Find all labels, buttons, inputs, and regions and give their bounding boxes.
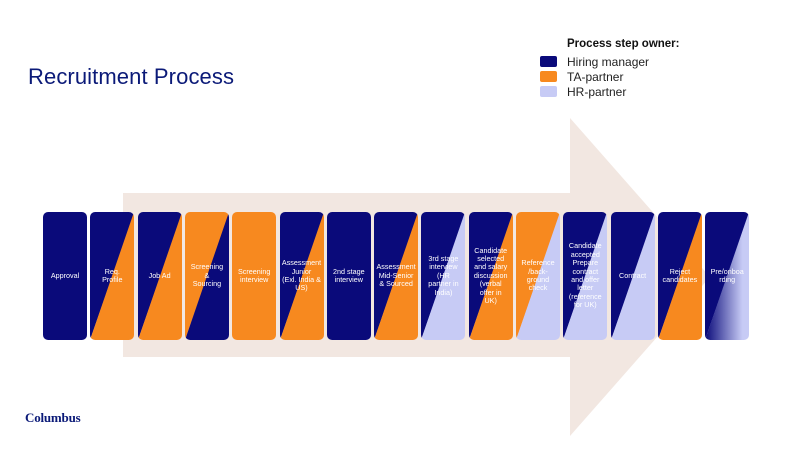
process-step: Candidate selected and salary discussion… (468, 212, 513, 340)
legend-swatch-hr-partner (540, 86, 557, 97)
legend-item-ta-partner: TA-partner (540, 69, 679, 84)
legend-swatch-ta-partner (540, 71, 557, 82)
step-label: Candidate selected and salary discussion… (473, 245, 508, 306)
step-label: Contract (619, 270, 647, 280)
step-fill (516, 212, 560, 340)
step-label: Reject candidates (662, 266, 698, 284)
step-label: Approval (50, 270, 80, 280)
step-fill (184, 212, 229, 340)
process-step: Screening interview (232, 212, 277, 340)
step-fill (563, 212, 608, 340)
process-step: Reject candidates (657, 212, 702, 340)
step-label: Assessment Mid-Senior & Sourced (376, 262, 416, 289)
step-fill (468, 212, 513, 340)
step-fill (657, 212, 702, 340)
legend-swatch-hiring-manager (540, 56, 557, 67)
process-step: Contract (610, 212, 655, 340)
step-label: Screening & Sourcing (190, 262, 224, 289)
step-fill (421, 212, 466, 340)
step-fill (137, 212, 182, 340)
step-fill (279, 212, 324, 340)
process-step: Job Ad (137, 212, 182, 340)
step-fill (326, 212, 371, 340)
page-title: Recruitment Process (28, 64, 235, 89)
legend-label: TA-partner (567, 69, 624, 84)
legend-item-hiring-manager: Hiring manager (540, 54, 679, 69)
step-fill (374, 212, 419, 340)
step-label: Job Ad (148, 270, 171, 280)
process-step: Assessment Junior (Exl. India & US) (279, 212, 324, 340)
legend-title: Process step owner: (567, 38, 680, 50)
process-step: Screening & Sourcing (184, 212, 229, 340)
process-step: Req. Profile (90, 212, 135, 340)
process-step: Pre/onboa rding (705, 212, 750, 340)
legend-label: Hiring manager (567, 54, 650, 69)
legend-item-hr-partner: HR-partner (540, 84, 679, 99)
step-label: Pre/onboa rding (710, 266, 744, 284)
process-step: 3rd stage interview (HR partner in India… (421, 212, 466, 340)
process-step: Reference /back- ground check (516, 212, 560, 340)
columbus-logo: Columbus (25, 410, 81, 425)
legend-label: HR-partner (567, 84, 627, 99)
step-label: 2nd stage interview (333, 266, 365, 284)
step-label: 3rd stage interview (HR partner in India… (428, 253, 459, 297)
process-step: 2nd stage interview (326, 212, 371, 340)
step-fill (43, 212, 87, 340)
step-fill (90, 212, 135, 340)
step-label: Candidate accepted Prepare contract and … (568, 241, 602, 310)
step-label: Assessment Junior (Exl. India & US) (281, 258, 322, 293)
process-step: Assessment Mid-Senior & Sourced (374, 212, 419, 340)
process-step: Candidate accepted Prepare contract and … (563, 212, 608, 340)
step-label: Screening interview (238, 266, 271, 284)
legend: Process step owner: Hiring manager TA-pa… (540, 38, 679, 99)
process-step: Approval (43, 212, 87, 340)
step-fill (610, 212, 655, 340)
step-label: Reference /back- ground check (521, 258, 555, 293)
step-label: Req. Profile (102, 266, 123, 284)
step-fill (232, 212, 277, 340)
step-fill (705, 212, 750, 340)
